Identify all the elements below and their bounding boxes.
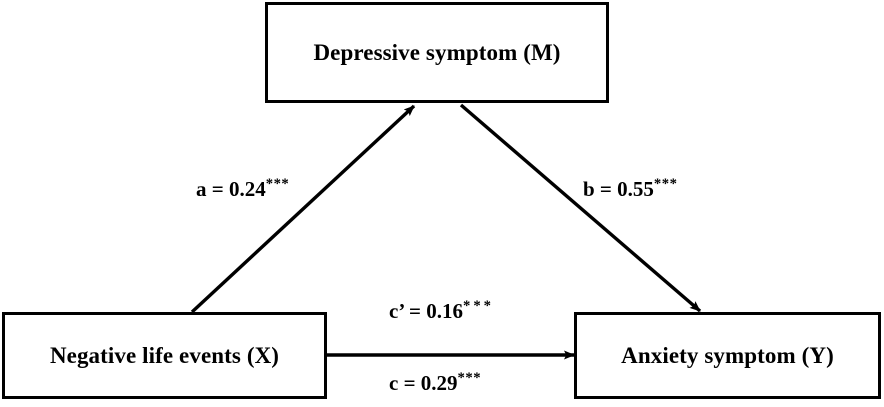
- node-mediator-label: Depressive symptom (M): [313, 39, 561, 65]
- path-label-b: b = 0.55***: [583, 177, 677, 202]
- path-b-coefficient: 0.55: [617, 177, 654, 201]
- node-predictor-label: Negative life events (X): [49, 342, 280, 368]
- path-label-c-prime: c’ = 0.16***: [389, 299, 494, 324]
- path-a-significance: ***: [265, 176, 290, 192]
- path-label-a: a = 0.24***: [196, 177, 289, 202]
- path-b-significance: ***: [653, 176, 678, 192]
- path-c-prime-coefficient: 0.16: [426, 299, 463, 323]
- node-mediator-depressive-symptom: Depressive symptom (M): [265, 2, 609, 103]
- path-c-coefficient: 0.29: [420, 371, 458, 395]
- path-c-prime-prefix: c’ =: [389, 299, 427, 323]
- path-a-arrow: [190, 104, 416, 314]
- node-predictor-negative-life-events: Negative life events (X): [2, 312, 327, 399]
- node-outcome-anxiety-symptom: Anxiety symptom (Y): [574, 312, 881, 399]
- node-outcome-label: Anxiety symptom (Y): [621, 342, 834, 368]
- path-b-prefix: b =: [583, 177, 618, 201]
- path-c-prefix: c =: [389, 371, 421, 395]
- path-a-coefficient: 0.24: [228, 177, 266, 201]
- path-label-c: c = 0.29***: [389, 371, 481, 396]
- path-a-prefix: a =: [196, 177, 229, 201]
- path-b-arrow: [459, 103, 702, 313]
- path-c-prime-significance: ***: [462, 298, 495, 314]
- path-c-significance: ***: [457, 370, 482, 386]
